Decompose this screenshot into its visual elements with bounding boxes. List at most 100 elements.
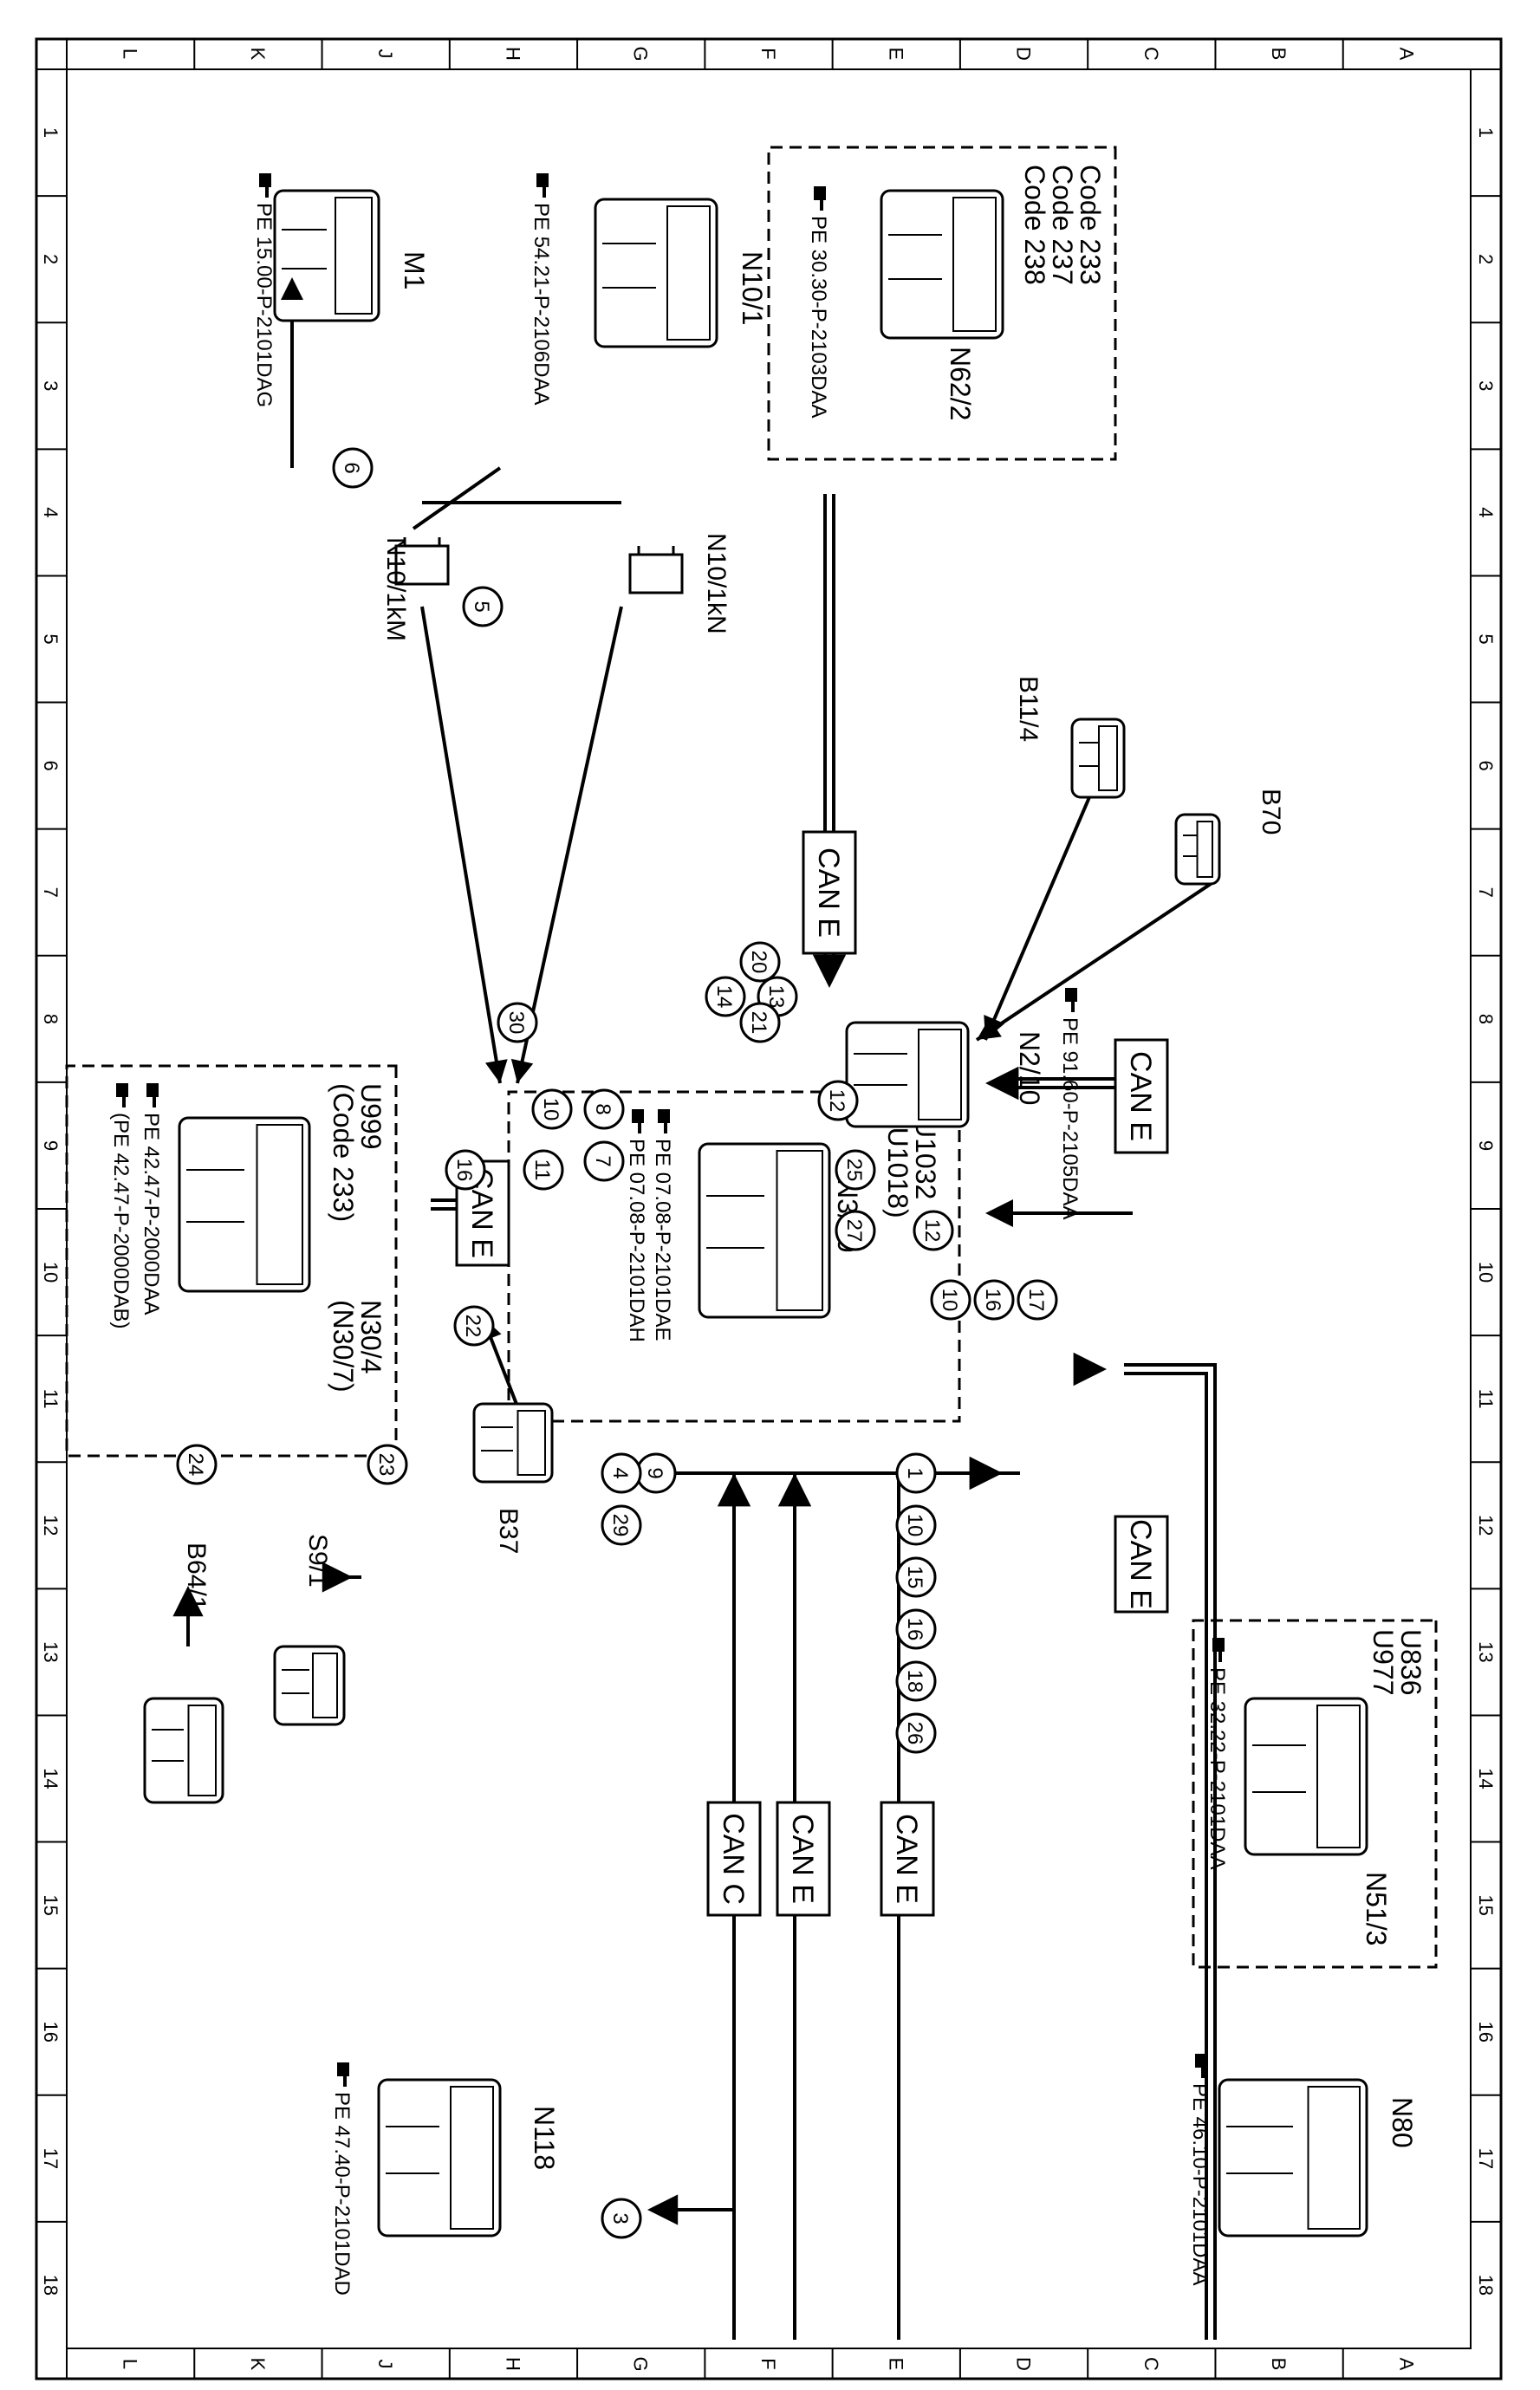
n62-2-ref: PE 30.30-P-2103DAA (807, 216, 830, 418)
n118-label: N118 (529, 2106, 560, 2170)
n62-2-device (880, 189, 1004, 340)
column-label: G (630, 46, 652, 61)
row-label: 12 (40, 1515, 62, 1536)
signal-number: 29 (608, 1514, 632, 1537)
row-label: 17 (40, 2148, 62, 2169)
n118-arrow (647, 2194, 679, 2225)
column-label: J (374, 2360, 396, 2369)
signal-number: 20 (747, 951, 770, 974)
row-label: 8 (1475, 1014, 1497, 1024)
n30-7-label: (N30/7) (328, 1300, 359, 1393)
row-label: 14 (1475, 1768, 1497, 1789)
row-label: 1 (40, 127, 62, 138)
bus-label: CAN E (812, 848, 845, 938)
n3-10-ref-2: PE 07.08-P-2101DAH (625, 1139, 648, 1342)
signal-number: 27 (842, 1219, 866, 1243)
n62-2-label: N62/2 (945, 347, 976, 420)
row-label: 9 (40, 1140, 62, 1151)
signal-s17: 17 (1017, 1279, 1058, 1321)
column-label: D (1013, 2357, 1035, 2371)
signal-number: 8 (591, 1103, 614, 1114)
signal-number: 15 (903, 1566, 926, 1589)
n80-ref: PE 46.10-P-2101DAA (1188, 2083, 1212, 2285)
row-label: 11 (40, 1389, 62, 1409)
column-label: H (502, 47, 523, 61)
can-c-n3-arrow (717, 1473, 751, 1507)
code-237-text: Code 237 (1047, 165, 1078, 285)
signal-s11: 11 (523, 1149, 564, 1191)
row-label: 15 (40, 1894, 62, 1915)
signal-number: 16 (452, 1159, 476, 1182)
row-label: 7 (1475, 887, 1497, 898)
signal-s27: 27 (835, 1210, 876, 1251)
n10-1-label: N10/1 (737, 251, 768, 325)
row-label: 14 (40, 1768, 62, 1789)
column-label: E (885, 48, 906, 61)
column-label: E (885, 2358, 906, 2371)
signal-s4: 4 (601, 1452, 642, 1494)
signal-number: 26 (903, 1722, 926, 1745)
signal-number: 25 (842, 1159, 866, 1182)
b37-sensor (472, 1402, 554, 1484)
row-label: 10 (1475, 1262, 1497, 1283)
n10-1km-label: N10/1kM (381, 537, 410, 641)
row-label: 5 (1475, 633, 1497, 644)
signal-s22: 22 (453, 1305, 495, 1347)
b11-4-sensor (1070, 718, 1126, 799)
n30-4-device (178, 1116, 311, 1293)
can-e-bus-5: CAN E (880, 1801, 935, 1917)
signal-number: 30 (504, 1011, 528, 1035)
column-label: H (502, 2357, 523, 2371)
can-e-bus-1: CAN E (802, 830, 857, 955)
row-label: 10 (40, 1262, 62, 1283)
n10-1kn-arrow (516, 606, 623, 1084)
s9-1-switch (273, 1645, 346, 1726)
signal-number: 11 (530, 1159, 554, 1181)
signal-s18: 18 (895, 1660, 937, 1702)
signal-s21: 21 (739, 1002, 781, 1043)
pointing-hand-icon (536, 173, 549, 198)
b64-arrow (172, 1586, 204, 1617)
n118-ref: PE 47.40-P-2101DAD (330, 2092, 354, 2296)
signal-number: 6 (340, 462, 363, 473)
n80-label: N80 (1387, 2097, 1418, 2148)
b11-4-label: B11/4 (1014, 676, 1043, 742)
signal-s16: 16 (895, 1608, 937, 1650)
column-label: F (757, 2358, 779, 2369)
signal-s6: 6 (332, 447, 374, 489)
b70-arrow-head (977, 1017, 1002, 1040)
signal-s16: 16 (445, 1149, 486, 1191)
signal-s15: 15 (895, 1556, 937, 1598)
column-label: J (374, 49, 396, 59)
signal-number: 4 (608, 1467, 632, 1478)
can-e-n80-inner (1124, 1367, 1213, 2340)
signal-s10: 10 (531, 1088, 573, 1130)
code-233-text: Code 233 (1075, 165, 1106, 285)
m1-ref: PE 15.00-P-2101DAG (252, 203, 276, 407)
row-label: 6 (40, 760, 62, 770)
signal-number: 1 (903, 1467, 926, 1478)
row-label: 12 (1475, 1515, 1497, 1536)
b64-1-sensor (143, 1697, 224, 1804)
signal-number: 24 (184, 1453, 207, 1477)
n10-1-ref: PE 54.21-P-2106DAA (530, 203, 553, 405)
pointing-hand-icon (116, 1083, 128, 1107)
row-label: 5 (40, 633, 62, 644)
u999-ref-2: (PE 42.47-P-2000DAB) (109, 1113, 133, 1328)
u999-ref-1: PE 42.47-P-2000DAA (140, 1113, 163, 1315)
row-label: 11 (1475, 1389, 1497, 1409)
row-label: 4 (1475, 507, 1497, 517)
row-label: 2 (1475, 254, 1497, 264)
signal-s8: 8 (583, 1088, 625, 1130)
u999-box (65, 1064, 398, 1458)
row-label: 17 (1475, 2148, 1497, 2169)
b70-arrow (975, 882, 1212, 1042)
b37-label: B37 (494, 1508, 523, 1554)
pointing-hand-icon (814, 186, 826, 211)
can-c-bus: CAN C (706, 1801, 762, 1917)
bus-label: CAN E (1124, 1051, 1157, 1141)
column-label: L (120, 49, 141, 59)
can-e-n2-arrow (985, 1066, 1019, 1101)
